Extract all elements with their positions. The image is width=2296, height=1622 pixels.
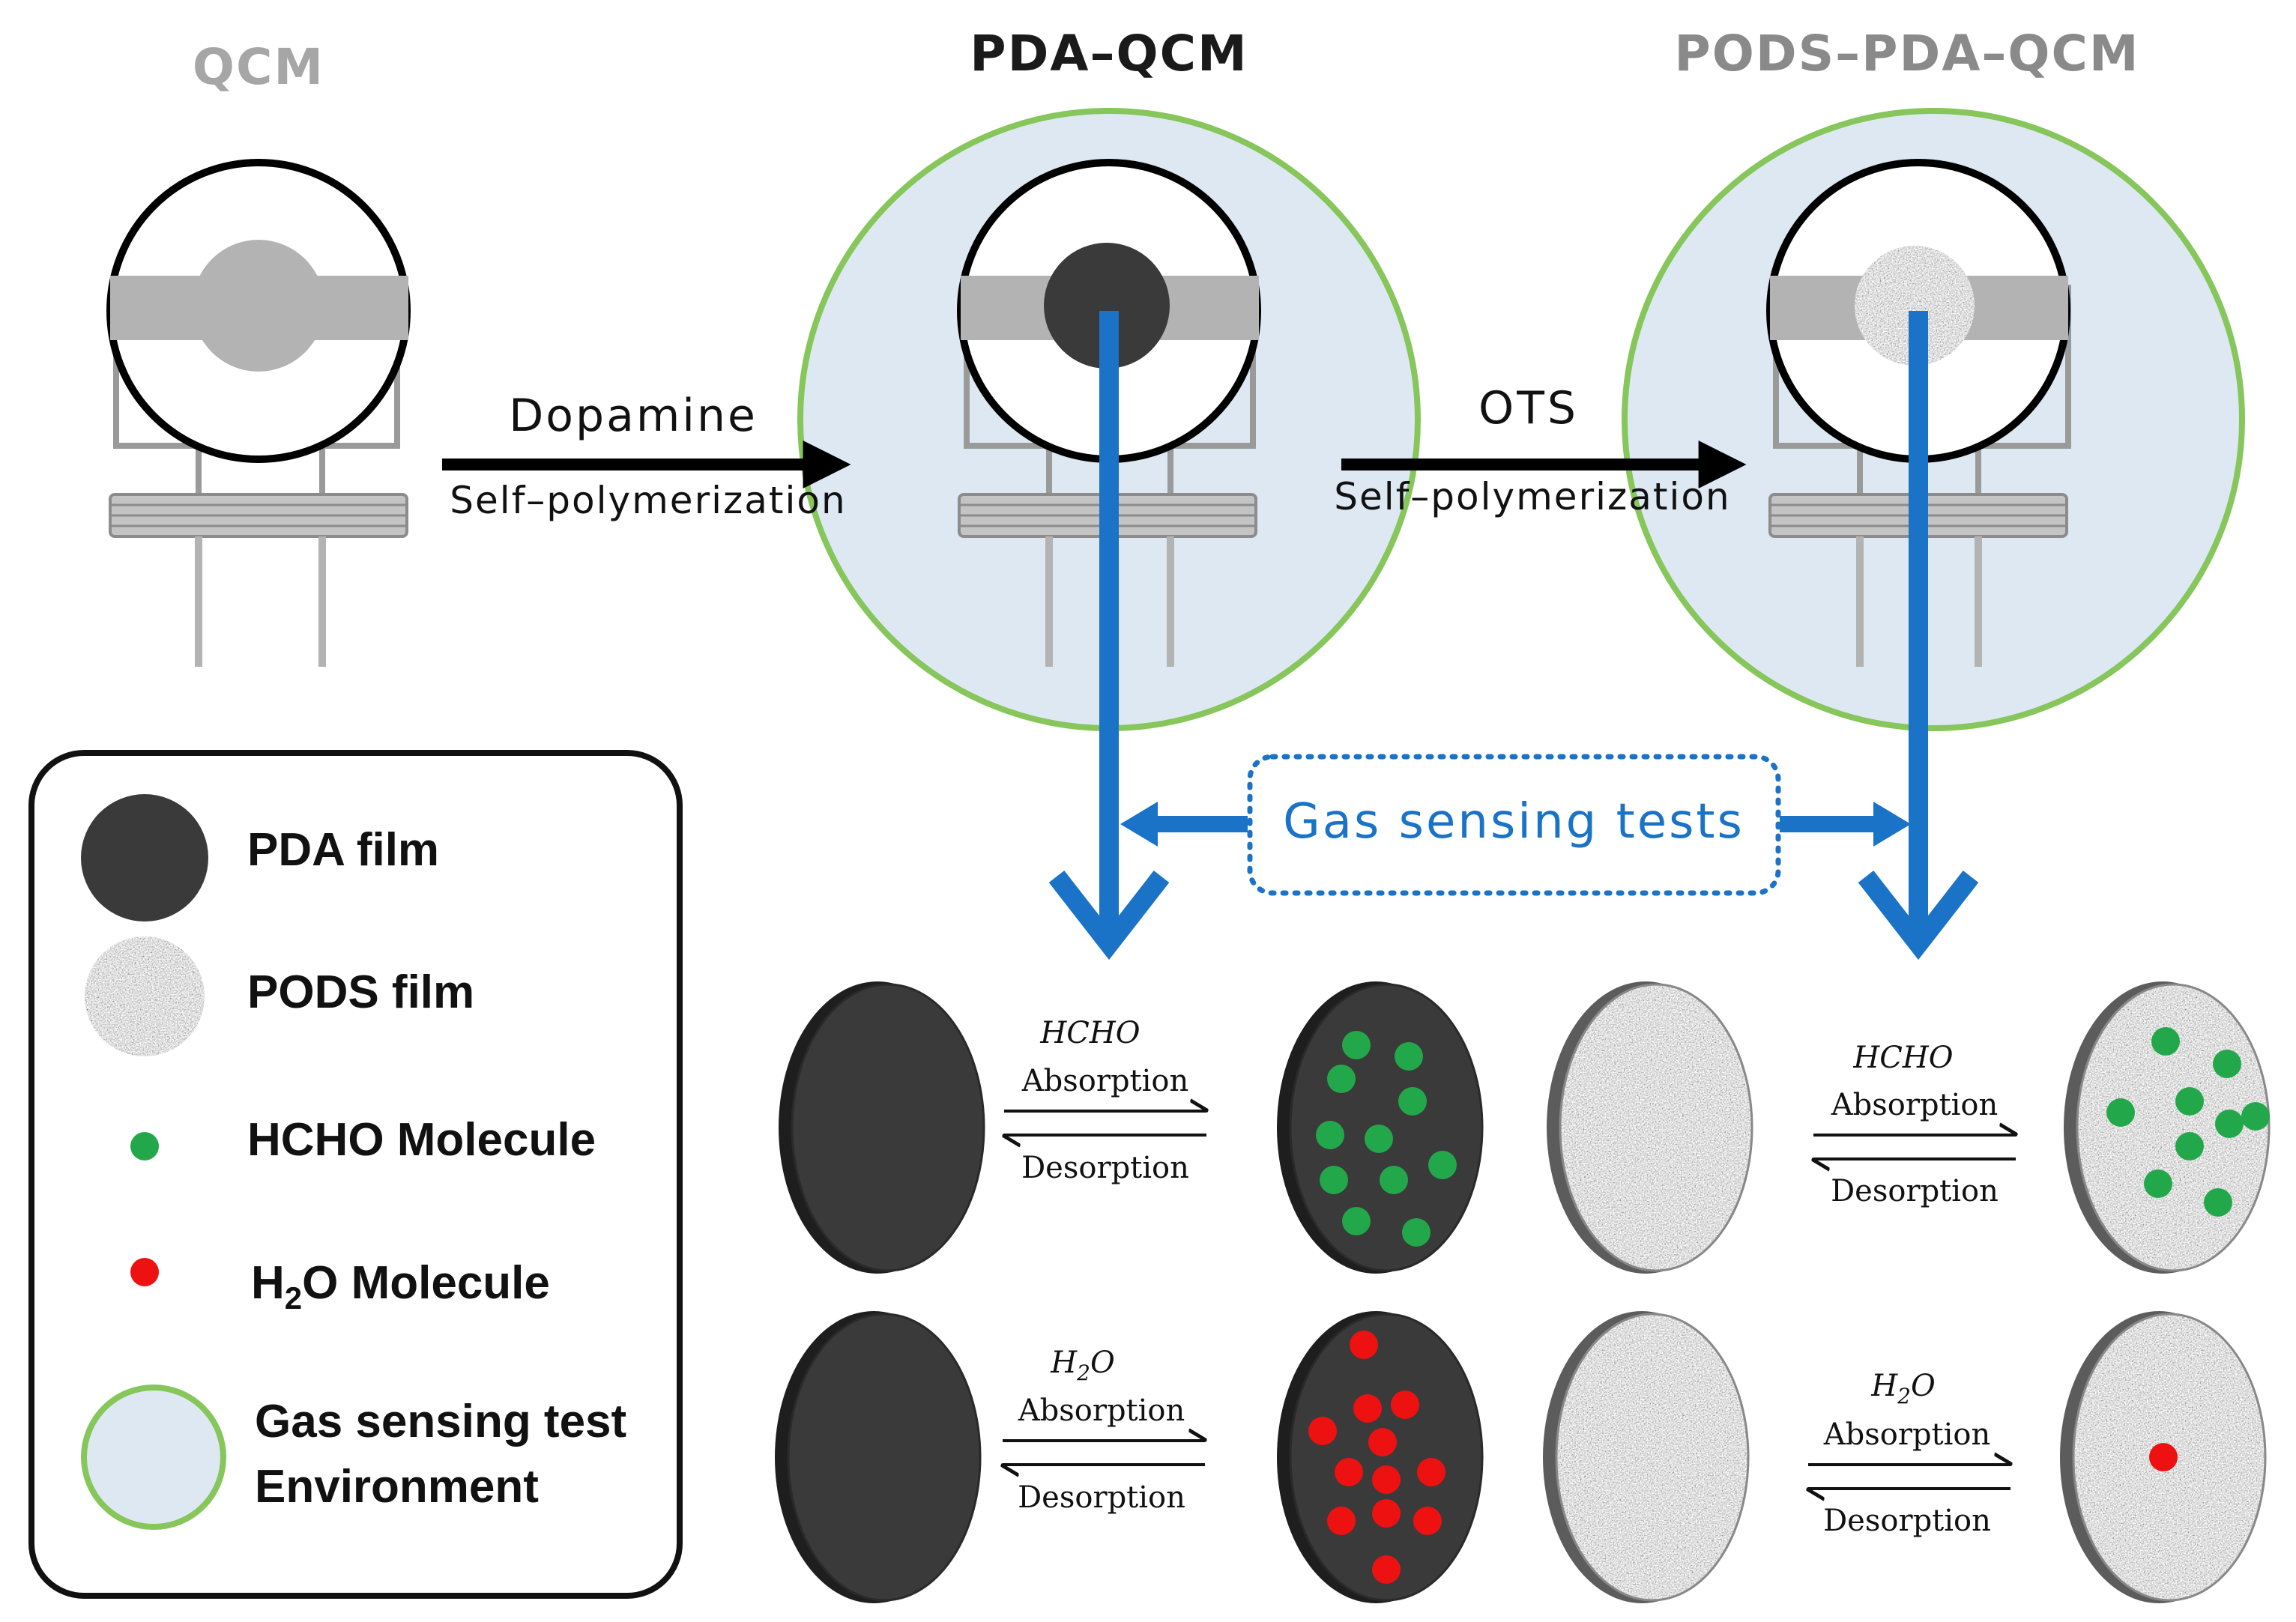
connector-stack-1 (109, 493, 408, 538)
h2o-molecule (1372, 1499, 1401, 1528)
step2-reagent-label: OTS (1478, 382, 1579, 435)
pods-coated-electrode (1855, 246, 1975, 366)
legend-pda-film-swatch (81, 794, 208, 922)
h2o-molecule (1327, 1507, 1356, 1535)
step1-reagent-label: Dopamine (509, 390, 758, 442)
h2o-molecule (2149, 1443, 2178, 1471)
legend-environment-line2: Environment (255, 1461, 539, 1513)
hcho-molecule (1395, 1042, 1423, 1071)
hcho-molecule (1380, 1166, 1408, 1194)
step2-process-label: Self–polymerization (1334, 475, 1730, 518)
qcm-device-pda (957, 159, 1261, 667)
h2o-molecule (1353, 1394, 1382, 1423)
pda-h2o-absorption-label: Absorption (1018, 1393, 1185, 1428)
flow-arrow-pods (1858, 311, 1979, 960)
pda-coated-electrode (1044, 243, 1170, 369)
hcho-molecule (1327, 1065, 1356, 1093)
pods-hcho-absorption-label: Absorption (1831, 1088, 1999, 1122)
pda-disk-before-hcho (779, 981, 985, 1274)
pods-hcho-desorption-label: Desorption (1831, 1174, 1999, 1208)
gas-sensing-tests-callout: Gas sensing tests (1120, 754, 1911, 896)
h2o-molecule (1372, 1465, 1401, 1494)
hcho-molecule (1398, 1087, 1427, 1116)
hcho-molecule (2215, 1110, 2244, 1138)
bare-electrode (193, 240, 324, 372)
hcho-molecule (1402, 1218, 1431, 1247)
hcho-molecule (1428, 1151, 1457, 1179)
reaction-pods-hcho: HCHO Absorption Desorption (1813, 1041, 2016, 1208)
pda-h2o-desorption-label: Desorption (1018, 1480, 1185, 1515)
legend-environment-line1: Gas sensing test (255, 1396, 626, 1447)
stage-title-pods-pda-qcm: PODS–PDA–QCM (1674, 25, 2139, 82)
step1-process-label: Self–polymerization (450, 479, 846, 522)
qcm-device-bare (106, 159, 411, 667)
legend-panel: PDA film PODS film HCHO Molecule H2O Mol… (28, 750, 683, 1599)
h2o-molecule (1391, 1390, 1419, 1419)
h2o-molecule (1417, 1458, 1445, 1486)
film-disk-row (775, 981, 2271, 1603)
stage-title-qcm: QCM (193, 38, 324, 96)
pda-disk-after-h2o (1277, 1311, 1484, 1603)
legend-pods-film-label: PODS film (247, 966, 474, 1018)
h2o-molecule (1413, 1507, 1442, 1535)
legend-h2o-label: H2O Molecule (251, 1257, 550, 1316)
pods-disk-after-hcho (2064, 981, 2271, 1274)
pda-hcho-absorption-label: Absorption (1021, 1064, 1189, 1098)
pda-hcho-desorption-label: Desorption (1021, 1151, 1189, 1185)
legend-h2o-swatch (130, 1258, 159, 1286)
hcho-molecule (1320, 1166, 1348, 1194)
pods-disk-before-hcho (1547, 981, 1753, 1274)
hcho-molecule (2144, 1169, 2172, 1198)
step-arrow-dopamine: Dopamine Self–polymerization (442, 390, 851, 522)
hcho-molecule (2175, 1087, 2204, 1116)
pods-hcho-gas-label: HCHO (1852, 1041, 1953, 1075)
legend-hcho-swatch (130, 1132, 159, 1160)
hcho-molecule (2175, 1132, 2204, 1160)
reaction-pda-hcho: HCHO Absorption Desorption (1004, 1016, 1206, 1185)
hcho-molecule (2204, 1188, 2232, 1217)
step-arrow-ots: OTS Self–polymerization (1334, 382, 1747, 518)
stage-title-pda-qcm: PDA–QCM (970, 25, 1248, 82)
legend-pods-film-swatch (85, 936, 205, 1056)
pods-h2o-desorption-label: Desorption (1823, 1504, 1991, 1538)
hcho-molecule (2106, 1098, 2135, 1127)
reaction-pda-h2o: H2O Absorption Desorption (1003, 1346, 1205, 1515)
hcho-molecule (2151, 1027, 2180, 1056)
gas-sensing-tests-box (1247, 754, 1781, 896)
h2o-molecule (1335, 1458, 1363, 1486)
hcho-molecule (1365, 1125, 1393, 1153)
h2o-molecule (1308, 1417, 1337, 1445)
pda-disk-after-hcho (1277, 981, 1484, 1274)
h2o-molecule (1372, 1555, 1401, 1584)
flow-arrow-pda (1048, 311, 1170, 960)
h2o-molecule (1350, 1331, 1378, 1359)
hcho-molecule (2213, 1050, 2241, 1078)
gas-sensing-tests-label: Gas sensing tests (1283, 794, 1744, 850)
hcho-molecule (2241, 1102, 2270, 1131)
pods-disk-after-h2o (2060, 1311, 2267, 1603)
pda-h2o-gas-label: H2O (1050, 1346, 1115, 1385)
legend-hcho-label: HCHO Molecule (247, 1114, 596, 1166)
hcho-molecule (1342, 1207, 1371, 1235)
pods-disk-before-h2o (1543, 1311, 1750, 1603)
h2o-molecule (1368, 1428, 1397, 1456)
legend-environment-swatch (81, 1385, 226, 1530)
pods-h2o-absorption-label: Absorption (1823, 1417, 1991, 1452)
reaction-pods-h2o: H2O Absorption Desorption (1808, 1369, 2010, 1538)
pods-h2o-gas-label: H2O (1870, 1369, 1936, 1408)
hcho-molecule (1316, 1121, 1344, 1149)
legend-pda-film-label: PDA film (247, 824, 439, 876)
pda-hcho-gas-label: HCHO (1039, 1016, 1140, 1050)
pda-disk-before-h2o (775, 1311, 982, 1603)
hcho-molecule (1342, 1031, 1371, 1059)
